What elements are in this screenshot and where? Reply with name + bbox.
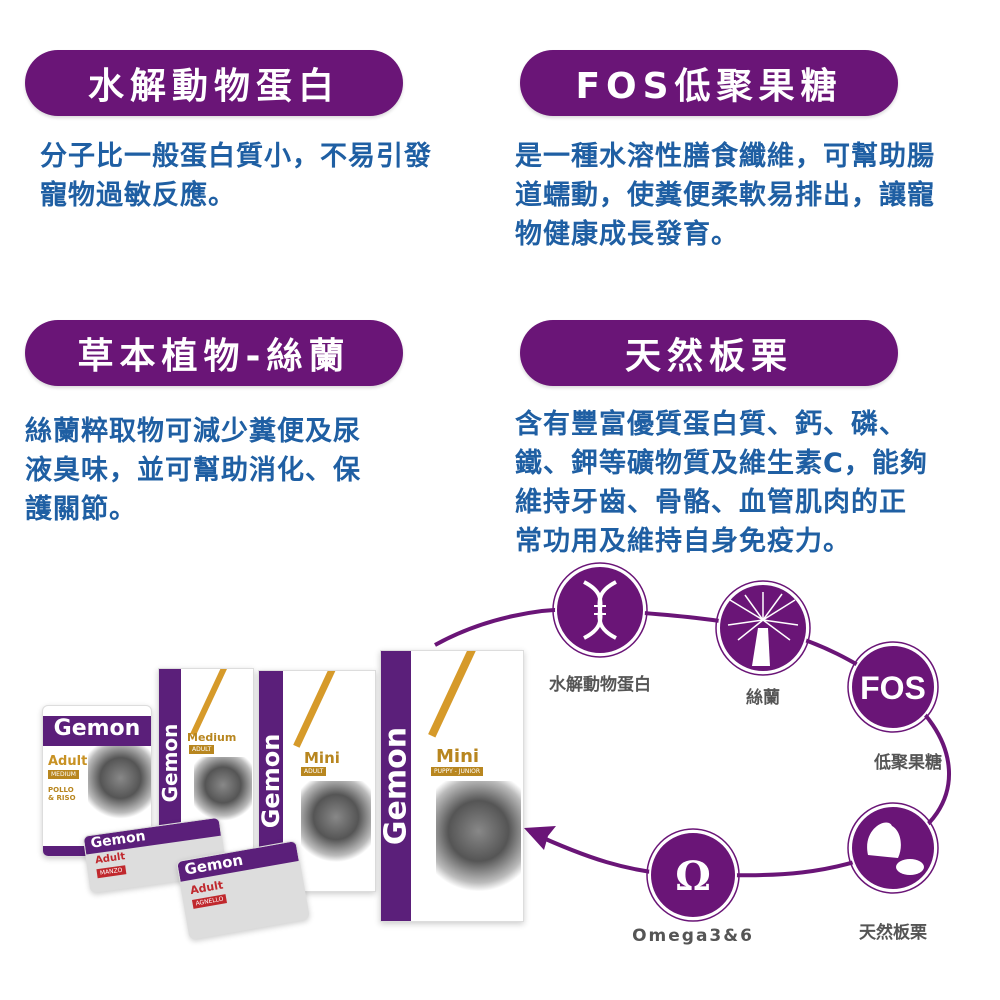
dog-image (436, 781, 521, 906)
bag-name: Mini (436, 746, 480, 767)
chestnut-description: 含有豐富優質蛋白質、鈣、磷、 鐵、鉀等礦物質及維生素C，能夠 維持牙齒、骨骼、血… (515, 405, 928, 561)
brand-logo: Gemon (258, 733, 285, 829)
arrowhead-icon (524, 826, 556, 850)
dna-icon (552, 562, 648, 658)
dog-image (194, 757, 252, 827)
dog-image (301, 781, 371, 871)
text-line: 寵物過敏反應。 (40, 180, 236, 211)
can-size: MEDIUM (48, 770, 79, 779)
dog-image (88, 746, 151, 826)
heading-chestnut: 天然板栗 (520, 320, 898, 386)
text-line: 是一種水溶性膳食纖維，可幫助腸 (515, 141, 935, 172)
fos-icon: FOS (847, 641, 939, 733)
product-bag-medium: Gemon Medium ADULT (158, 668, 254, 857)
node-label: 水解動物蛋白 (549, 675, 651, 695)
node-label: Omega3&6 (632, 926, 754, 946)
node-label: 天然板栗 (859, 923, 927, 943)
tray-line: Adult (94, 851, 126, 867)
bag-sub: ADULT (189, 745, 215, 754)
text-line: 護關節。 (25, 494, 137, 525)
bag-name: Medium (187, 731, 237, 744)
can-line: Adult (48, 754, 88, 769)
fos-description: 是一種水溶性膳食纖維，可幫助腸 道蠕動，使糞便柔軟易排出，讓寵 物健康成長發育。 (515, 137, 935, 254)
text-line: 分子比一般蛋白質小，不易引發 (40, 141, 432, 172)
hydrolyzed-protein-description: 分子比一般蛋白質小，不易引發 寵物過敏反應。 (40, 137, 432, 215)
can-flavor: POLLO & RISO (48, 786, 76, 802)
svg-text:FOS: FOS (860, 670, 926, 706)
text-line: 絲蘭粹取物可減少糞便及尿 (25, 416, 361, 447)
tray-flavor: MANZO (96, 865, 127, 879)
omega-icon: Ω (646, 828, 740, 922)
heading-fos: FOS低聚果糖 (520, 50, 898, 116)
node-label: 低聚果糖 (874, 753, 942, 773)
bag-sub: ADULT (301, 767, 327, 776)
text-line: 含有豐富優質蛋白質、鈣、磷、 (515, 409, 907, 440)
yucca-description: 絲蘭粹取物可減少糞便及尿 液臭味，並可幫助消化、保 護關節。 (25, 412, 361, 529)
bag-sub: PUPPY - JUNIOR (431, 767, 484, 776)
brand-logo: Gemon (43, 716, 151, 746)
tray-flavor: AGNELLO (191, 894, 228, 909)
bag-name: Mini (304, 749, 340, 767)
brand-logo: Gemon (380, 726, 414, 846)
text-line: 物健康成長發育。 (515, 219, 739, 250)
text-line: 維持牙齒、骨骼、血管肌肉的正 (515, 487, 907, 518)
product-can: Gemon Adult MEDIUM POLLO & RISO (42, 705, 152, 857)
text-line: 常功用及維持自身免疫力。 (515, 526, 851, 557)
chestnut-icon (847, 802, 939, 894)
text-line: 道蠕動，使糞便柔軟易排出，讓寵 (515, 180, 935, 211)
brand-logo: Gemon (158, 723, 182, 802)
heading-hydrolyzed-protein: 水解動物蛋白 (25, 50, 403, 116)
heading-yucca: 草本植物-絲蘭 (25, 320, 403, 386)
svg-text:Ω: Ω (675, 853, 711, 900)
node-label: 絲蘭 (746, 688, 780, 708)
text-line: 鐵、鉀等礦物質及維生素C，能夠 (515, 448, 928, 479)
product-bag-mini-puppy: Gemon Mini PUPPY - JUNIOR (380, 650, 524, 922)
yucca-flower-icon (715, 580, 811, 676)
text-line: 液臭味，並可幫助消化、保 (25, 455, 361, 486)
